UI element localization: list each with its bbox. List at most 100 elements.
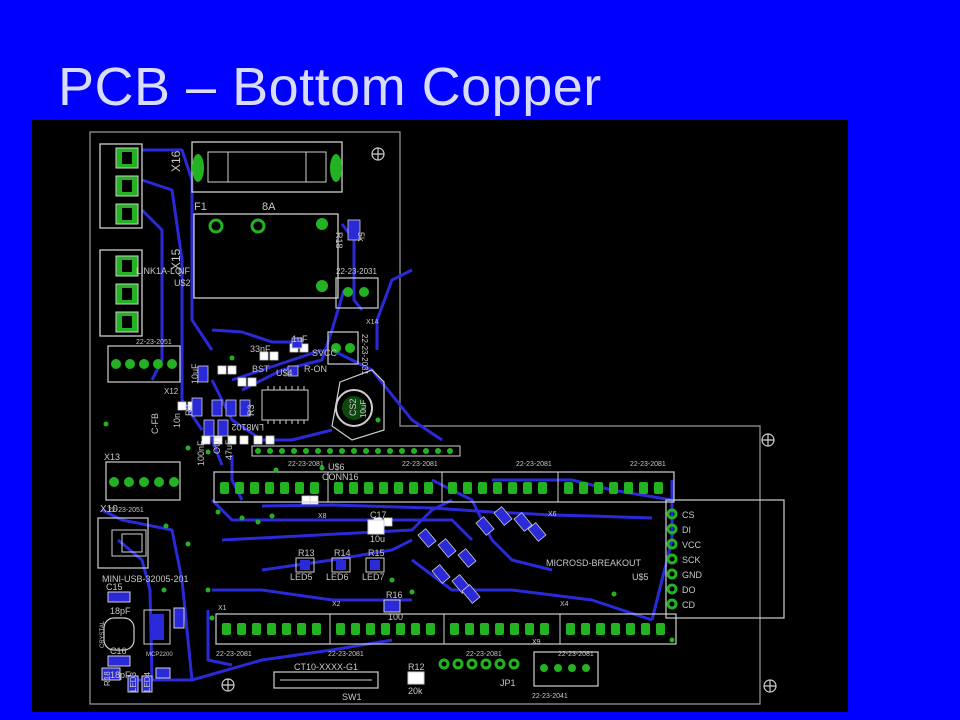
label-sd-cd: CD (682, 600, 695, 610)
label-lm: LM8102 (231, 422, 264, 432)
label-r2: R2 (184, 404, 194, 416)
pcb-board: X16 F1 8A X15 LINK1A-LQ NF U$2 R18 5k 22… (32, 120, 848, 712)
mcp-chip (143, 607, 185, 645)
label-x6: X6 (548, 511, 557, 518)
label-mcp: MCP2200 (146, 652, 173, 658)
relay-us2 (193, 213, 339, 299)
label-c16: C16 (110, 646, 127, 656)
label-conn-bot-a: 22-23-2081 (216, 651, 252, 658)
label-c-10uf: 10uF (190, 363, 200, 384)
pcb-board-svg: X16 F1 8A X15 LINK1A-LQ NF U$2 R18 5k 22… (32, 120, 848, 712)
label-x16: X16 (169, 150, 183, 172)
smd-cluster (417, 506, 547, 604)
label-bst: BST (252, 364, 270, 374)
label-c-47uf: 47uF (224, 439, 234, 460)
label-f1: F1 (194, 201, 207, 213)
label-cs2: CS2 (348, 398, 358, 416)
label-x13: X13 (104, 452, 120, 462)
crystal (103, 591, 135, 667)
board-background (32, 120, 848, 712)
resistor-r12 (407, 671, 425, 685)
label-c17-val: 10u (370, 534, 385, 544)
label-r12: R12 (408, 662, 425, 672)
jumper-jp1 (438, 658, 520, 670)
label-crystal: CRYSTAL (100, 620, 106, 648)
label-sd-sck: SCK (682, 555, 701, 565)
label-led-r: R18 (103, 671, 112, 686)
connector-x13 (105, 461, 181, 501)
label-conn-2031-b: 22-23-2031 (360, 334, 369, 375)
label-x2: X2 (332, 601, 341, 608)
label-r12-val: 20k (408, 686, 423, 696)
label-us6: U$6 (328, 462, 345, 472)
label-cs2-val: 10uF (359, 400, 368, 418)
board-outline (89, 131, 761, 705)
label-r3: R3 (246, 404, 256, 416)
label-conn-2041: 22-23-2041 (532, 693, 568, 700)
label-u-ic: U$4 (276, 368, 293, 378)
connector-x12 (107, 345, 181, 383)
label-x8: X8 (318, 513, 327, 520)
label-r13: R13 (298, 548, 315, 558)
mounting-holes (221, 147, 777, 693)
label-conn-bot-b: 22-23-2081 (328, 651, 364, 658)
label-x9: X9 (532, 639, 541, 646)
label-x4: X4 (560, 601, 569, 608)
label-conn-2051-top: 22-23-2051 (136, 339, 172, 346)
label-us5: U$5 (632, 572, 649, 582)
label-led3: LED3 (129, 671, 138, 692)
label-nc1: LINK1A-LQ (136, 266, 182, 276)
copper-traces (101, 148, 674, 682)
connector-row-top (213, 471, 675, 503)
label-r14: R14 (334, 548, 351, 558)
label-r16: R16 (386, 590, 403, 600)
smd-pads (191, 219, 361, 437)
label-x15: X15 (169, 248, 183, 270)
label-c15: C15 (106, 582, 123, 592)
label-c15-val: 18pF (110, 606, 131, 616)
label-usb: MINI-USB-32005-201 (102, 574, 189, 584)
label-conn-2051: 22-23-2051 (108, 507, 144, 514)
label-sd-do: DO (682, 585, 696, 595)
label-nc2: NF (178, 266, 190, 276)
label-ct10: CT10-XXXX-G1 (294, 662, 358, 672)
label-c-33nf: 33nF (250, 344, 271, 354)
label-r18: R18 (334, 232, 344, 249)
label-led4: LED4 (143, 671, 152, 692)
connector-x9 (533, 651, 599, 687)
leds-mid (295, 519, 401, 613)
label-c-100nf: 100nF (196, 440, 206, 466)
label-x12: X12 (164, 387, 179, 396)
label-c-fb: C-FB (150, 413, 160, 434)
label-x10: X10 (100, 504, 118, 515)
label-sd-vcc: VCC (682, 540, 702, 550)
label-conn-bot-c: 22-23-2081 (466, 651, 502, 658)
label-conn-bot-d: 22-23-2081 (558, 651, 594, 658)
switch-sw1 (273, 671, 379, 689)
label-x1: X1 (218, 605, 227, 612)
label-led7: LED7 (362, 572, 385, 582)
label-conn-2031: 22-23-2031 (336, 267, 377, 276)
usb-connector (97, 517, 149, 569)
label-c16-val: 18pF (110, 670, 131, 680)
label-conn-2081-a: 22-23-2081 (288, 461, 324, 468)
ic-lm8102 (261, 386, 309, 424)
microsd-breakout (665, 499, 785, 619)
terminal-block-x15 (99, 249, 143, 337)
label-svcc: SVCC (312, 348, 338, 358)
fuse-f1 (191, 141, 343, 193)
label-r-on: R-ON (304, 364, 327, 374)
label-conn-2081-c: 22-23-2081 (516, 461, 552, 468)
label-conn-2081-d: 22-23-2081 (630, 461, 666, 468)
capacitor-cs2 (331, 369, 385, 441)
label-r16-val: 100 (388, 612, 403, 622)
label-led5: LED5 (290, 572, 313, 582)
label-sd-cs: CS (682, 510, 695, 520)
label-r15: R15 (368, 548, 385, 558)
label-led6: LED6 (326, 572, 349, 582)
label-f1-value: 8A (262, 201, 276, 213)
label-c17: C17 (370, 510, 387, 520)
label-out: OUT (212, 435, 222, 455)
label-c-10n: 10n (172, 413, 182, 428)
label-sd-gnd: GND (682, 570, 703, 580)
